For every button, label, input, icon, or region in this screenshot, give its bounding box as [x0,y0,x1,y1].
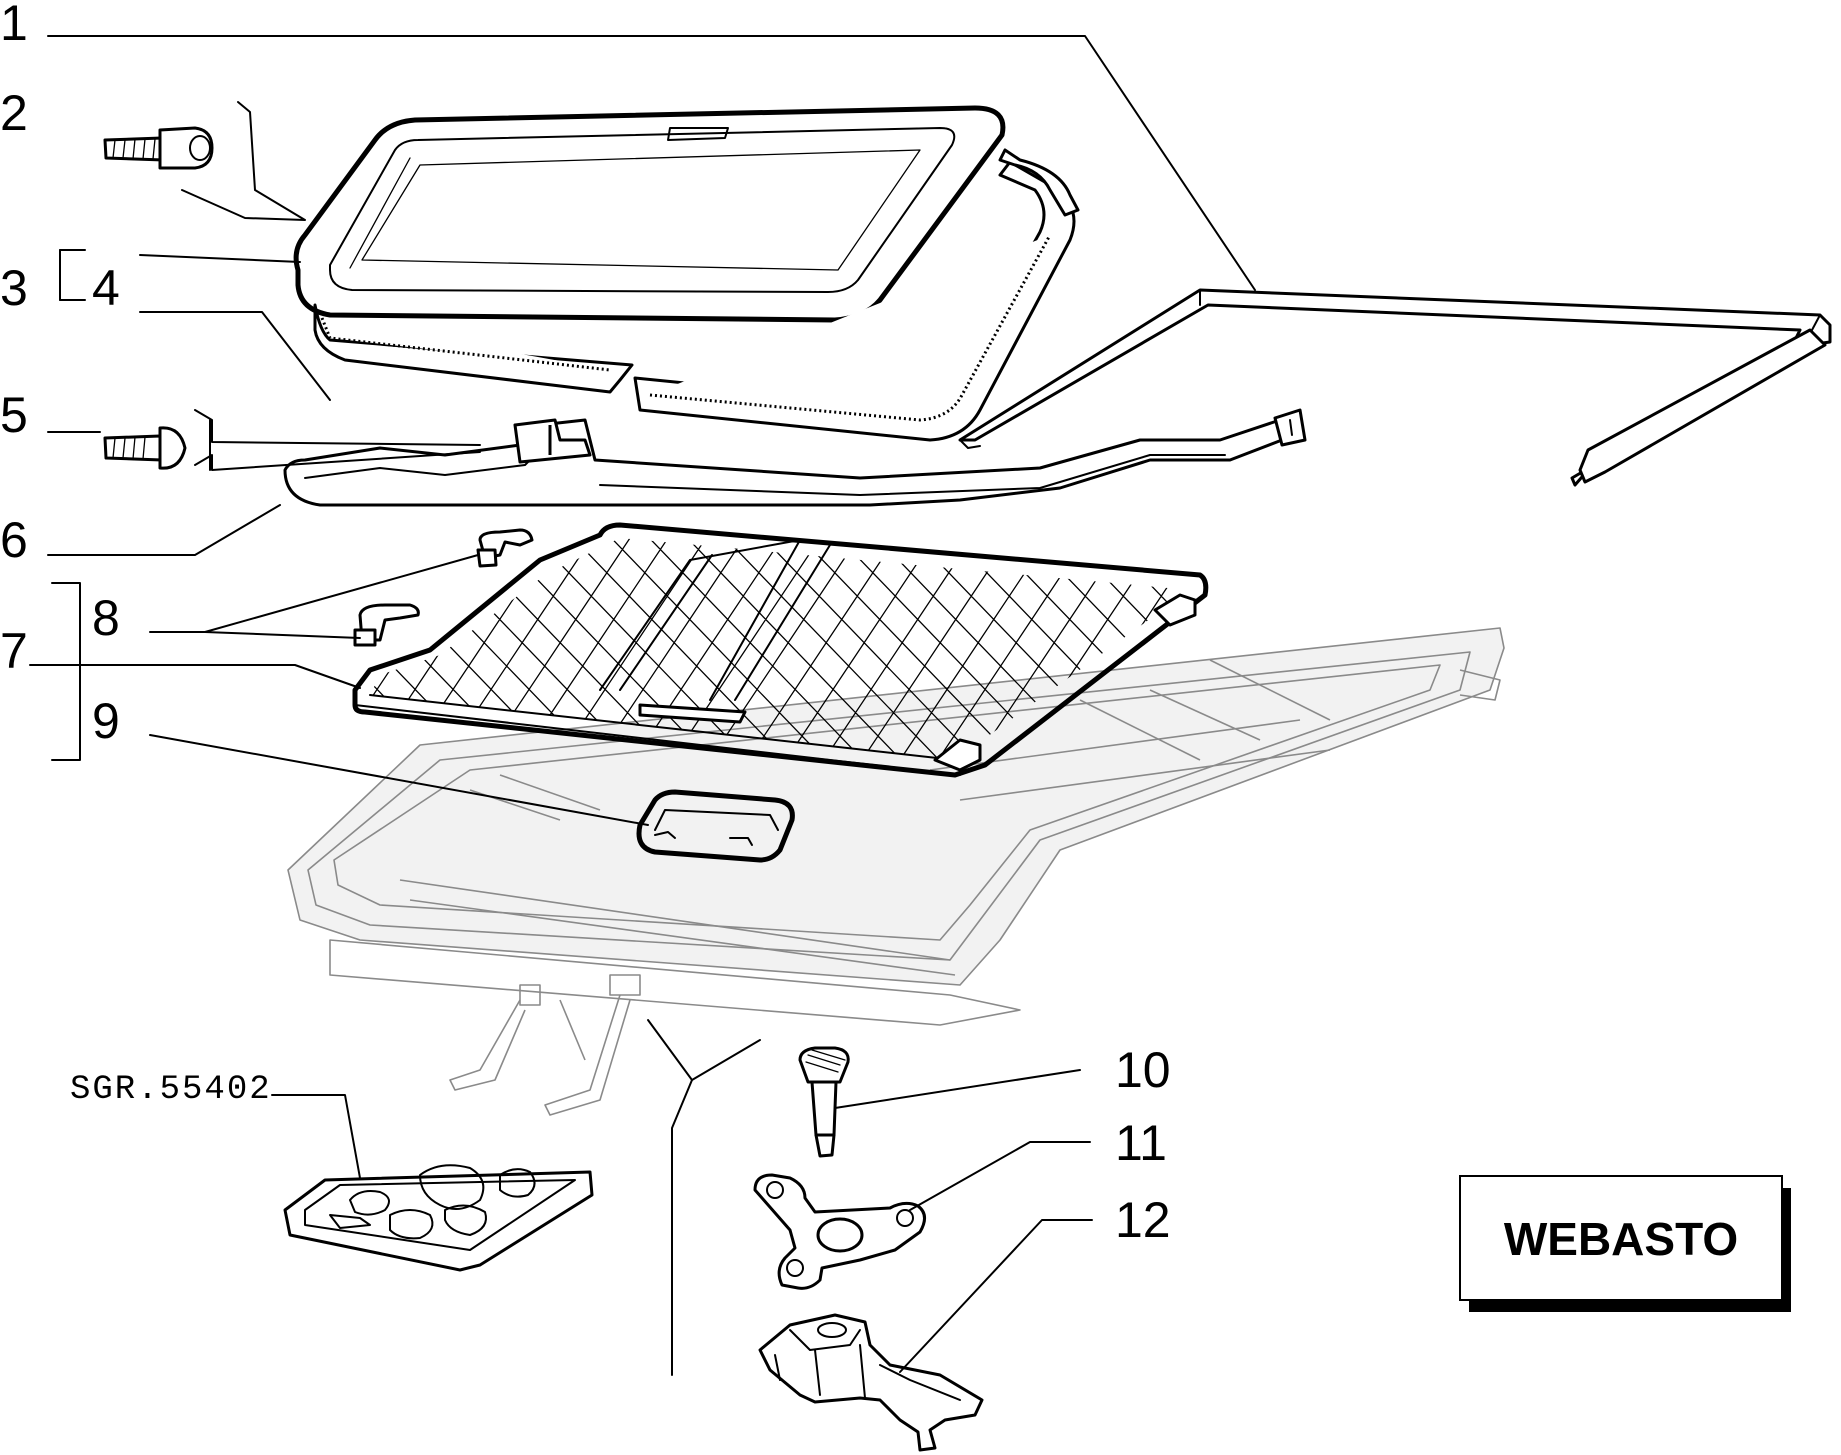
callout-5: 5 [0,387,28,443]
part-6-guide-rail [283,408,1307,507]
part-1-deflector-frame [958,288,1832,487]
part-8-clips [353,528,534,647]
callout-12: 12 [1115,1192,1171,1248]
reference-label-sgr: SGR.55402 [70,1071,272,1109]
part-2-bolt [103,126,214,170]
part-7-sunshade-panel [352,522,1209,778]
brand-label: WEBASTO [1504,1213,1738,1265]
callout-11: 11 [1115,1115,1167,1171]
callout-9: 9 [92,693,120,749]
part-11-bracket [753,1173,926,1290]
callout-7: 7 [0,623,28,679]
callout-10: 10 [1115,1042,1171,1098]
callout-6: 6 [0,512,28,568]
callout-1: 1 [0,0,28,51]
callout-labels: 1 2 3 4 5 6 7 8 9 10 11 12 SGR.55402 [0,0,1171,1248]
leader-lines [29,35,1256,1376]
part-9-handle [636,789,795,863]
sunroof-frame-assembly [287,627,1505,1116]
callout-4: 4 [92,260,120,316]
callout-8: 8 [92,590,120,646]
part-3-glass-panel [293,105,1006,323]
sgr-kit-illustration [283,1164,594,1272]
part-5-screw [103,426,187,470]
brand-badge: WEBASTO [1459,1175,1791,1312]
callout-3: 3 [0,260,28,316]
part-12-motor-housing [758,1313,984,1452]
part-4-seal [313,148,1080,442]
part-10-pin [798,1046,850,1158]
callout-2: 2 [0,85,28,141]
mesh-grid [370,538,1190,760]
